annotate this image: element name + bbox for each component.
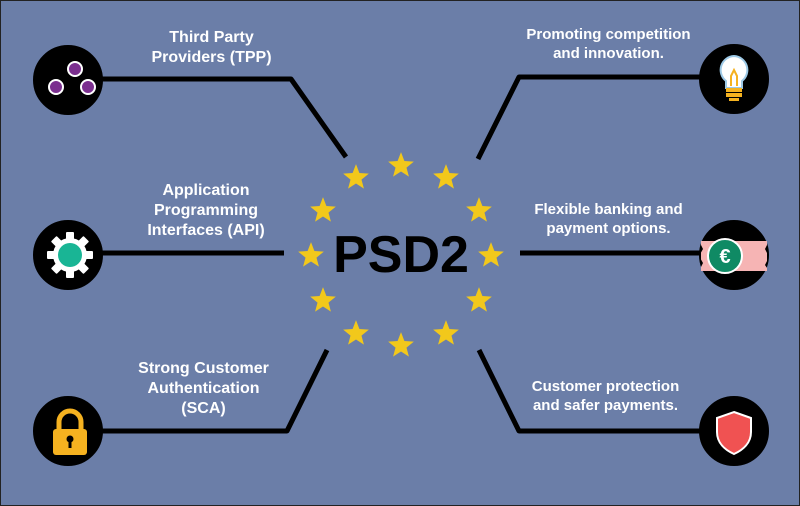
- svg-text:€: €: [719, 246, 730, 268]
- star-icon: [478, 242, 504, 267]
- label-protection: Customer protection and safer payments.: [513, 377, 698, 415]
- sca-circle: [33, 396, 103, 466]
- label-line: Application: [162, 182, 250, 199]
- label-sca: Strong Customer Authentication (SCA): [121, 359, 286, 419]
- banking-circle: €: [699, 220, 769, 290]
- label-line: Third Party: [169, 29, 254, 46]
- padlock-icon: [53, 408, 87, 455]
- star-icon: [388, 152, 414, 177]
- label-line: Interfaces (API): [147, 222, 265, 239]
- star-icon: [343, 164, 369, 189]
- label-line: Flexible banking and: [534, 201, 683, 218]
- label-tpp: Third Party Providers (TPP): [129, 28, 294, 68]
- label-line: Providers (TPP): [151, 49, 272, 66]
- label-line: Promoting competition: [526, 26, 691, 43]
- star-icon: [298, 242, 324, 267]
- connector-sca: [101, 348, 330, 434]
- lightbulb-icon: [719, 54, 749, 101]
- api-circle: [33, 220, 103, 290]
- star-icon: [310, 197, 336, 222]
- label-competition: Promoting competition and innovation.: [506, 25, 711, 63]
- tpp-network-icon: [48, 61, 96, 95]
- label-banking: Flexible banking and payment options.: [516, 200, 701, 238]
- star-icon: [388, 332, 414, 357]
- connector-tpp: [101, 76, 349, 159]
- label-line: payment options.: [546, 220, 671, 237]
- label-line: Programming: [153, 202, 258, 219]
- shield-icon: [716, 410, 752, 456]
- star-icon: [310, 287, 336, 312]
- psd2-title: PSD2: [333, 226, 469, 284]
- euro-banknote-icon: €: [701, 238, 767, 274]
- label-line: Authentication: [147, 380, 260, 397]
- star-icon: [466, 197, 492, 222]
- tpp-circle: [33, 45, 103, 115]
- label-api: Application Programming Interfaces (API): [126, 181, 286, 241]
- gear-icon: [47, 232, 93, 278]
- protection-circle: [699, 396, 769, 466]
- label-line: and innovation.: [553, 45, 664, 62]
- star-icon: [343, 320, 369, 345]
- label-line: Customer protection: [531, 378, 680, 395]
- star-icon: [433, 164, 459, 189]
- label-line: (SCA): [181, 400, 226, 417]
- connector-competition: [475, 74, 721, 161]
- connector-protection: [476, 348, 721, 434]
- star-icon: [433, 320, 459, 345]
- competition-circle: [699, 44, 769, 114]
- star-icon: [466, 287, 492, 312]
- label-line: and safer payments.: [532, 397, 679, 414]
- label-line: Strong Customer: [138, 360, 269, 377]
